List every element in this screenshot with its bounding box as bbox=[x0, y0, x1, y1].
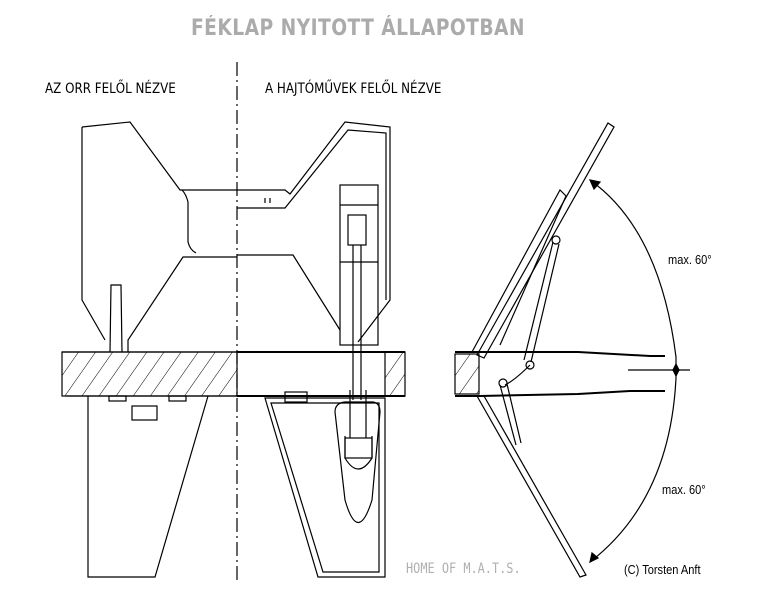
rear-view-drawing bbox=[237, 121, 406, 578]
copyright: (C) Torsten Anft bbox=[624, 562, 701, 577]
diagram-title: FÉKLAP NYITOTT ÁLLAPOTBAN bbox=[190, 16, 526, 41]
upper-angle-label: max. 60° bbox=[668, 252, 712, 267]
angle-arc bbox=[589, 179, 677, 563]
rear-view-label: A HAJTÓMŰVEK FELŐL NÉZVE bbox=[265, 81, 442, 97]
front-view-label: AZ ORR FELŐL NÉZVE bbox=[45, 81, 176, 97]
watermark: HOME OF M.A.T.S. bbox=[406, 561, 521, 577]
lower-angle-label: max. 60° bbox=[662, 482, 706, 497]
front-view-drawing bbox=[61, 121, 238, 578]
side-view-drawing bbox=[454, 122, 690, 578]
